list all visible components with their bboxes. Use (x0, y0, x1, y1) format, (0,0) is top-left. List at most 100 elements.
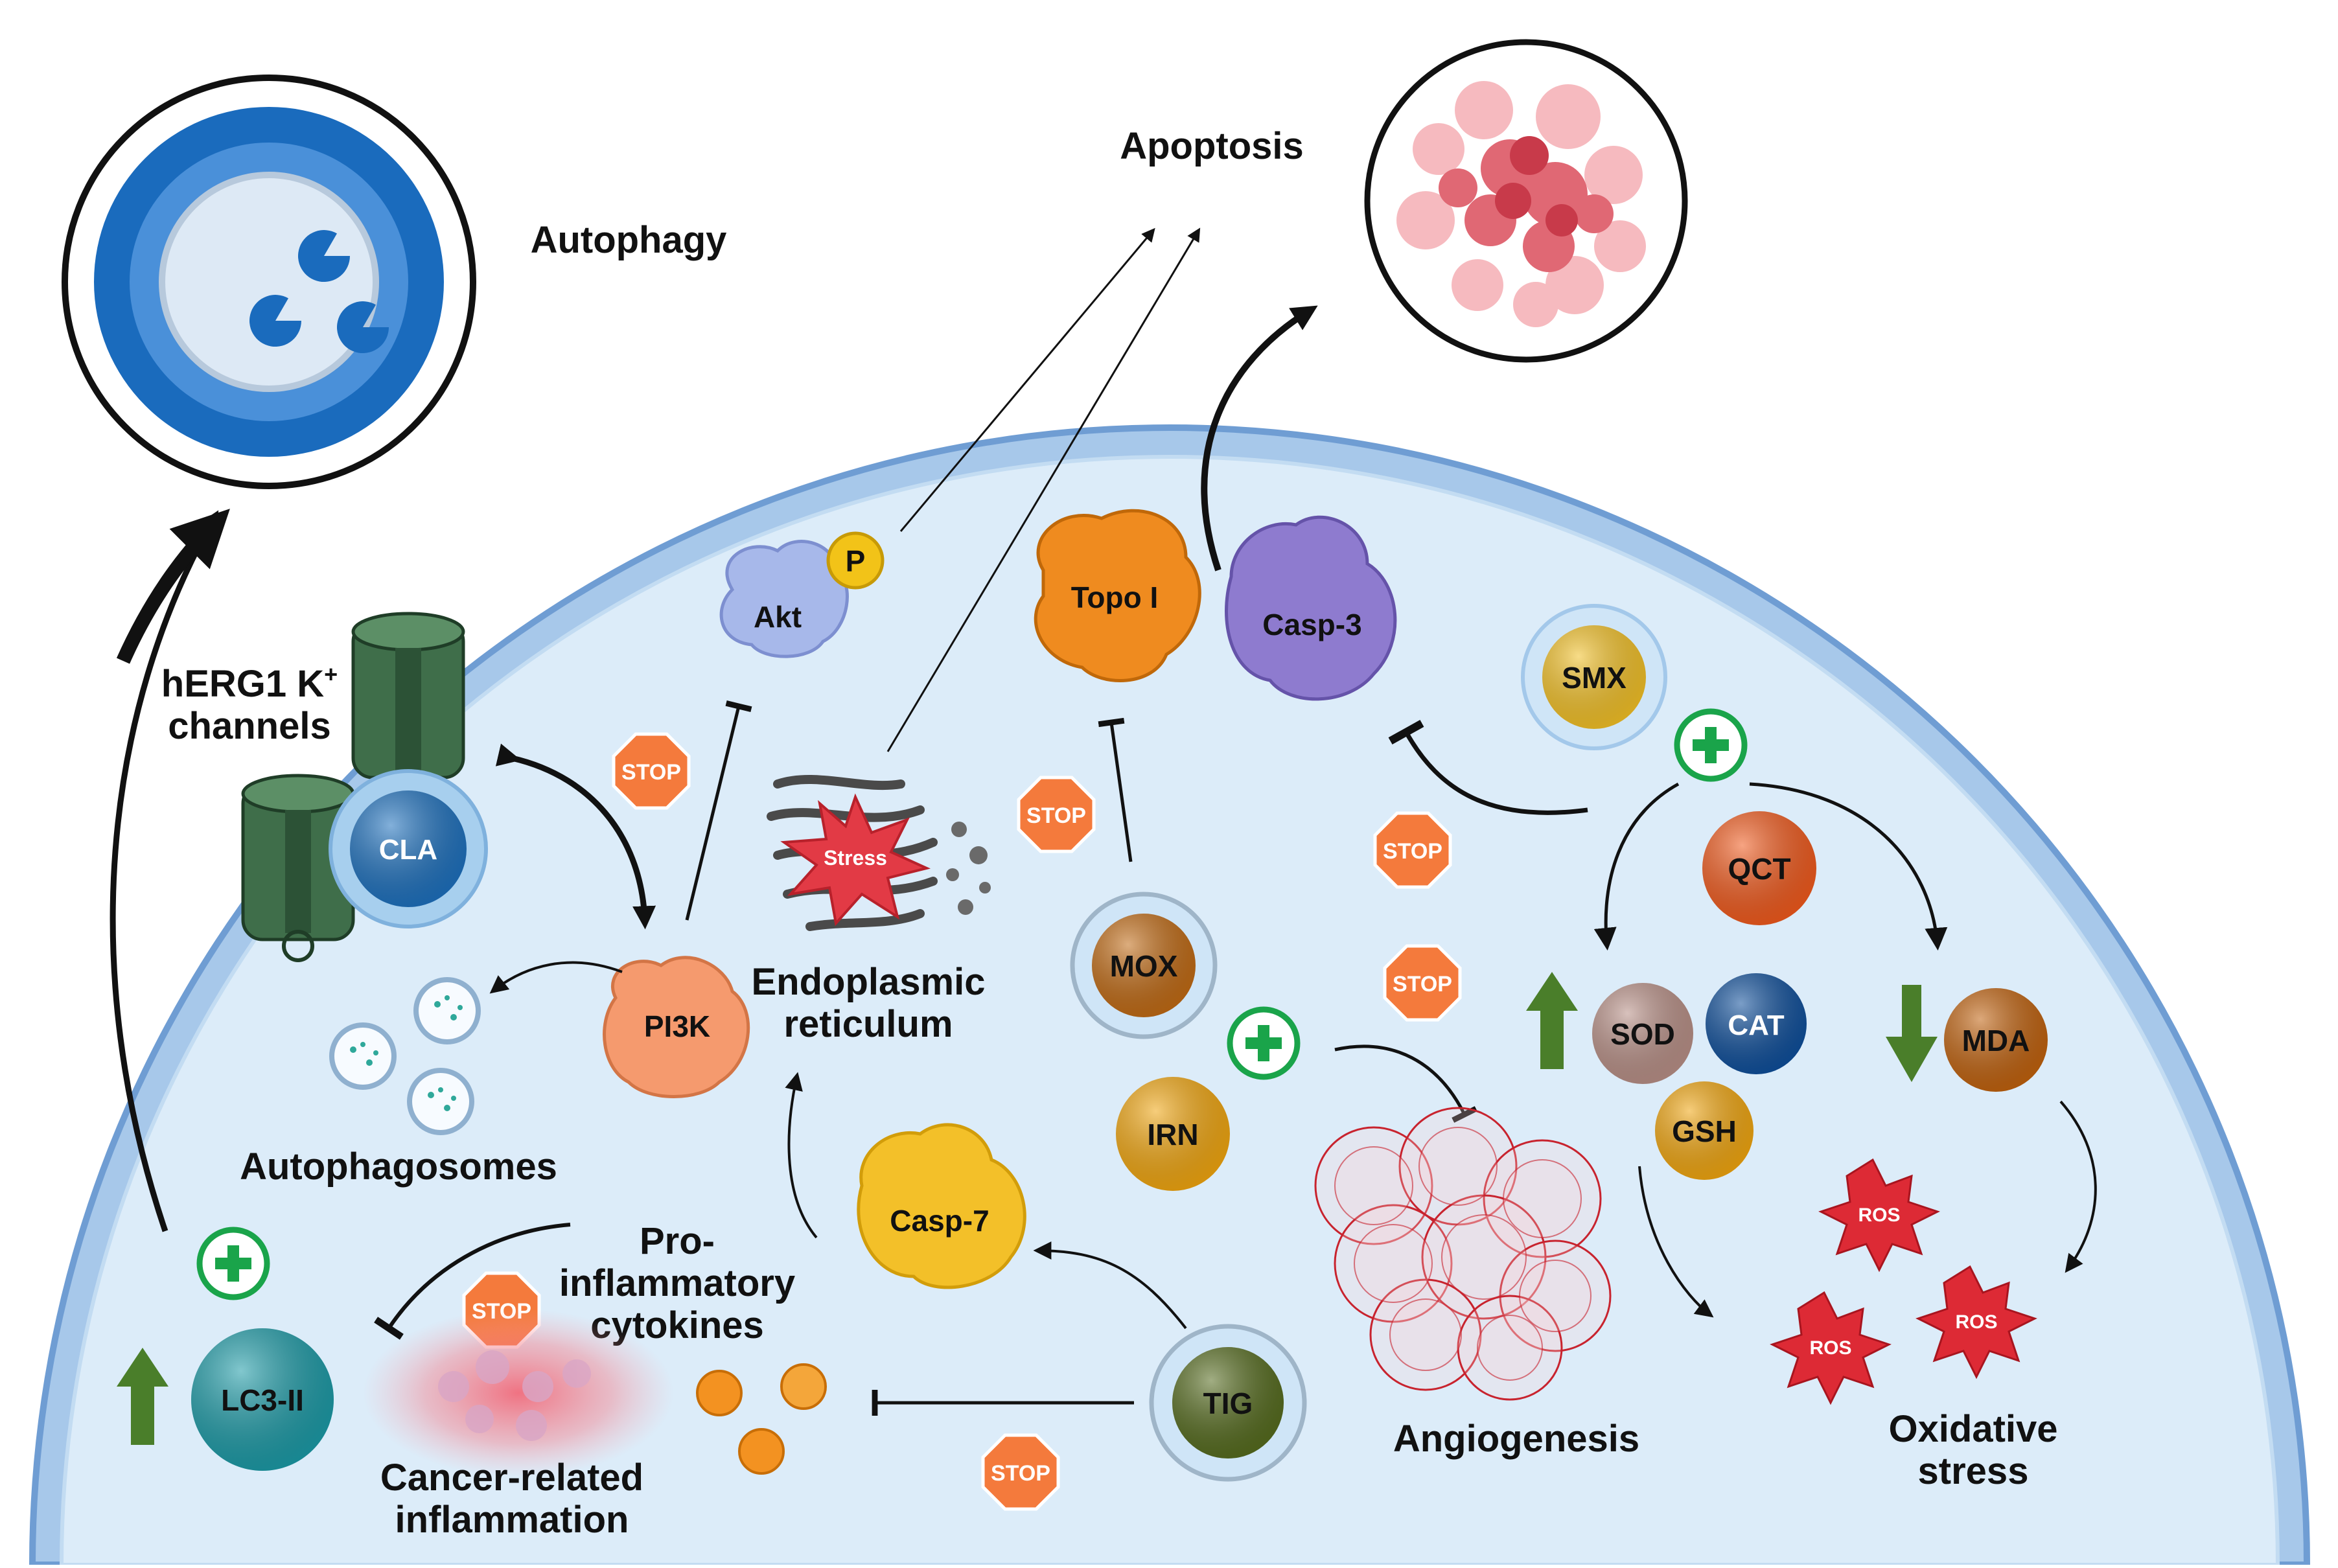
inflammation-icon (363, 1309, 674, 1477)
sod-label: SOD (1610, 1017, 1675, 1051)
mda-label: MDA (1962, 1024, 2030, 1057)
plus-icon-smx (1674, 708, 1748, 782)
gsh-label: GSH (1672, 1114, 1737, 1148)
topo-label: Topo I (1071, 581, 1159, 614)
arrow-casp7-er (785, 1072, 818, 1239)
cell-membrane-inner (29, 424, 2311, 1568)
oxidative-label-line2: stress (1918, 1450, 2029, 1492)
cytokine-beads (696, 1363, 827, 1475)
herg1-channel-top (351, 612, 465, 779)
herg1-channel-bottom (241, 774, 355, 962)
autophagosomes-label: Autophagosomes (240, 1146, 557, 1188)
stop-sign-cytokines: STOP (981, 1433, 1060, 1511)
endoplasmic-reticulum-icon: Stress (767, 774, 991, 931)
mox-label: MOX (1110, 949, 1178, 983)
mox-compound: MOX (1070, 892, 1218, 1039)
lc3-compound: LC3-II (191, 1328, 334, 1471)
svg-text:ROS: ROS (1858, 1205, 1900, 1226)
inhibit-cytokines-inflammation (374, 1223, 571, 1340)
inhibit-mox-topo (1098, 717, 1133, 862)
inflammation-label-line1: Cancer-related (380, 1457, 643, 1499)
irn-label: IRN (1147, 1118, 1198, 1151)
apoptosis-label: Apoptosis (1120, 125, 1304, 167)
ros-burst-left: ROS (1770, 1291, 1892, 1405)
arrow-cla-pi3k (495, 743, 656, 930)
autophagy-label: Autophagy (531, 219, 727, 261)
arrow-smx-sod (1593, 782, 1680, 951)
lc3-label: LC3-II (221, 1383, 304, 1417)
stop-sign-pi3k-akt: STOP (612, 732, 691, 810)
stop-sign-mox-topo: STOP (1017, 776, 1096, 853)
mda-compound: MDA (1944, 988, 2048, 1092)
svg-text:STOP: STOP (1383, 839, 1442, 864)
arrow-pi3k-autophagosomes (489, 961, 623, 994)
akt-label: Akt (754, 600, 802, 634)
gsh-compound: GSH (1655, 1081, 1753, 1180)
cytokines-label-line1: Pro- (640, 1220, 715, 1262)
smx-label: SMX (1562, 661, 1626, 695)
arrow-casp3-to-apoptosis (1201, 305, 1318, 571)
inhibit-smx-casp3 (1388, 720, 1588, 815)
herg-label-line2: channels (168, 705, 330, 747)
casp3-label: Casp-3 (1262, 608, 1361, 641)
irn-compound: IRN (1116, 1077, 1230, 1191)
up-arrow-sod (1526, 972, 1578, 1069)
svg-text:STOP: STOP (991, 1461, 1050, 1486)
casp7-protein: Casp-7 (857, 1123, 1026, 1289)
cla-compound: CLA (329, 769, 488, 928)
arrow-smx-mda (1749, 782, 1948, 951)
qct-compound: QCT (1702, 811, 1816, 925)
er-label-line1: Endoplasmic (752, 961, 986, 1003)
plus-icon-lc3 (196, 1227, 270, 1300)
arrow-lc3-to-autophagy (110, 510, 219, 1232)
up-arrow-lc3 (117, 1348, 168, 1445)
oxidative-label-line1: Oxidative (1888, 1408, 2057, 1450)
arrow-to-autophagy-large (116, 509, 230, 664)
arrow-gsh-ros (1638, 1166, 1714, 1318)
tig-label: TIG (1203, 1387, 1253, 1420)
plus-icon-mox (1227, 1006, 1301, 1080)
sod-compound: SOD (1592, 983, 1693, 1084)
angiogenesis-icon (1314, 1107, 1612, 1401)
casp3-protein: Casp-3 (1225, 515, 1397, 701)
er-label-line2: reticulum (783, 1003, 953, 1045)
apoptosis-icon (1364, 39, 1688, 363)
cat-label: CAT (1728, 1009, 1784, 1041)
ros-burst-right: ROS (1916, 1265, 2037, 1379)
autophagy-icon (62, 75, 476, 489)
qct-label: QCT (1728, 852, 1790, 886)
cla-label: CLA (379, 834, 437, 866)
svg-text:ROS: ROS (1955, 1311, 1997, 1333)
stop-sign-angiogenesis: STOP (1383, 944, 1462, 1022)
stress-label: Stress (824, 846, 887, 870)
pi3k-label: PI3K (644, 1009, 710, 1043)
arrow-akt-to-apoptosis (899, 227, 1155, 532)
down-arrow-mda (1886, 985, 1938, 1082)
svg-text:ROS: ROS (1809, 1337, 1851, 1359)
arrow-mda-ros (2059, 1100, 2097, 1273)
cat-compound: CAT (1706, 973, 1807, 1074)
phospho-label: P (846, 544, 866, 578)
topo-protein: Topo I (1034, 509, 1201, 682)
herg-label-line1: hERG1 K+ (161, 661, 338, 705)
smx-compound: SMX (1521, 604, 1667, 750)
tig-compound: TIG (1149, 1324, 1307, 1482)
autophagosomes-icon (329, 977, 481, 1135)
stress-starburst (780, 793, 931, 927)
svg-text:STOP: STOP (1026, 803, 1086, 828)
akt-protein: Akt P (719, 531, 885, 658)
arrow-tig-casp7 (1033, 1241, 1187, 1330)
inflammation-label-line2: inflammation (395, 1499, 629, 1541)
casp7-label: Casp-7 (890, 1204, 989, 1238)
inhibit-mox-angiogenesis (1334, 1044, 1477, 1123)
ros-burst-top: ROS (1818, 1158, 1940, 1273)
inhibit-pi3k-akt (685, 700, 752, 921)
cytokines-label-line2: inflammatory (559, 1262, 795, 1304)
arrow-er-to-apoptosis (886, 227, 1201, 752)
angiogenesis-label: Angiogenesis (1393, 1418, 1639, 1460)
pi3k-protein: PI3K (603, 956, 750, 1098)
svg-text:STOP: STOP (1393, 972, 1452, 997)
stop-sign-casp3: STOP (1373, 811, 1452, 889)
